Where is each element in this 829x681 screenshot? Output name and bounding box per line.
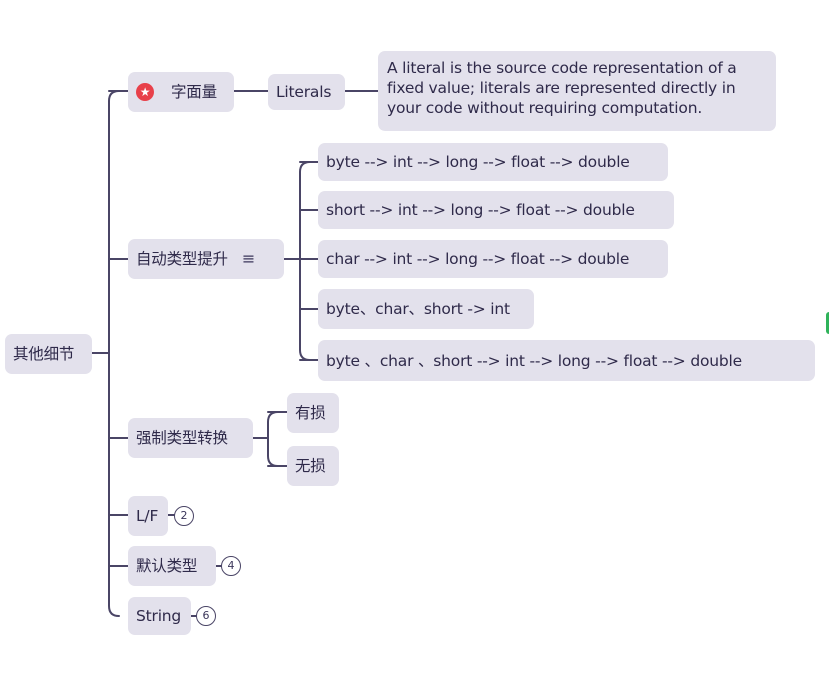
lf-node[interactable]: L/F [128,496,168,536]
promo-item-label: short --> int --> long --> float --> dou… [326,201,635,219]
cast-item-label: 无损 [295,457,326,475]
promo-item-label: byte --> int --> long --> float --> doub… [326,153,630,171]
root-node[interactable]: 其他细节 [5,334,92,374]
default-type-label: 默认类型 [136,557,198,575]
promo-item-label: byte 、char 、short --> int --> long --> f… [326,351,742,370]
default-type-node[interactable]: 默认类型 [128,546,216,586]
collapsed-count-badge[interactable]: 6 [196,606,216,626]
literals-definition-node[interactable]: A literal is the source code representat… [378,51,776,131]
promo-item-label: char --> int --> long --> float --> doub… [326,250,630,268]
collapsed-count-badge[interactable]: 4 [221,556,241,576]
literals-cn-label: 字面量 [171,83,217,101]
promo-item-1[interactable]: byte --> int --> long --> float --> doub… [318,143,668,181]
promo-item-3[interactable]: char --> int --> long --> float --> doub… [318,240,668,278]
promo-item-label: byte、char、short -> int [326,300,510,318]
cast-lossy-node[interactable]: 有损 [287,393,339,433]
edge-indicator [826,312,829,334]
collapsed-count-badge[interactable]: 2 [174,506,194,526]
promo-item-5[interactable]: byte 、char 、short --> int --> long --> f… [318,340,815,381]
cast-label: 强制类型转换 [136,429,228,447]
star-icon: ★ [136,83,154,101]
literals-en-label: Literals [276,83,332,101]
literals-definition-text: A literal is the source code representat… [387,59,737,117]
promo-item-2[interactable]: short --> int --> long --> float --> dou… [318,191,674,229]
auto-promotion-node[interactable]: 自动类型提升 ≡ [128,239,284,279]
root-label: 其他细节 [13,345,75,363]
auto-promotion-label: 自动类型提升 [136,250,228,268]
note-icon[interactable]: ≡ [241,249,256,268]
string-node[interactable]: String [128,597,191,635]
literals-en-node[interactable]: Literals [268,74,345,110]
lf-label: L/F [136,507,159,525]
literals-cn-node[interactable]: ★ 字面量 [128,72,234,112]
cast-item-label: 有损 [295,404,326,422]
cast-node[interactable]: 强制类型转换 [128,418,253,458]
promo-item-4[interactable]: byte、char、short -> int [318,289,534,329]
string-label: String [136,607,182,625]
cast-lossless-node[interactable]: 无损 [287,446,339,486]
